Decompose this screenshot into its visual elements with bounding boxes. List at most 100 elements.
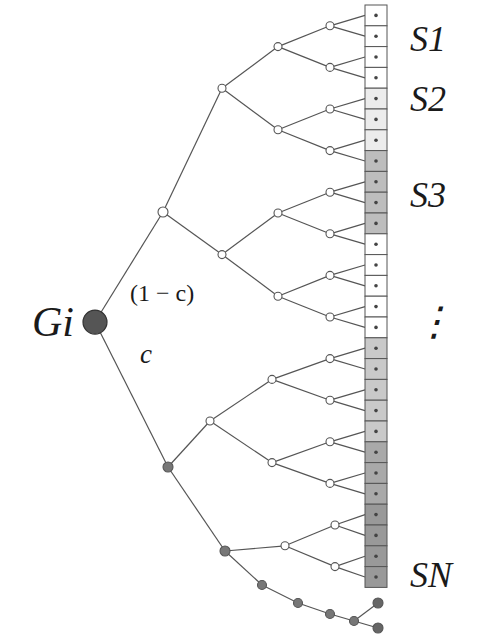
cell-label: Gi: [32, 299, 74, 345]
tree-node: [206, 417, 214, 425]
tree-node: [258, 581, 267, 590]
cell-square: [365, 171, 387, 192]
cell-square: [365, 525, 387, 546]
tree-branch: [330, 359, 365, 369]
tree-node: [326, 147, 334, 155]
cell-nucleus: [374, 305, 378, 309]
stage-label: S3: [410, 176, 446, 216]
tree-node: [218, 84, 226, 92]
tree-branch: [330, 140, 365, 150]
tree-node: [326, 355, 334, 363]
cell-square: [365, 379, 387, 400]
cell-square: [365, 359, 387, 380]
cell-nucleus: [374, 388, 378, 392]
tree-branches: [95, 15, 378, 628]
tree-branch: [278, 192, 330, 213]
probability-label: (1 − c): [130, 280, 194, 306]
tree-branch: [298, 603, 330, 614]
tree-branch: [222, 213, 278, 255]
tree-node: [373, 598, 383, 608]
tree-branch: [285, 546, 335, 567]
cell-nucleus: [374, 263, 378, 267]
tree-branch: [225, 551, 262, 585]
cell-square: [365, 421, 387, 442]
cell-nucleus: [374, 367, 378, 371]
tree-branch: [330, 67, 365, 77]
tree-branch: [330, 400, 365, 410]
tree-branch: [163, 88, 222, 212]
tree-branch: [278, 130, 330, 151]
tree-node: [268, 459, 276, 467]
cell-nucleus: [374, 97, 378, 101]
cell-square: [365, 463, 387, 484]
cell-nucleus: [374, 222, 378, 226]
cell-nucleus: [374, 14, 378, 18]
tree-branch: [225, 546, 285, 551]
tree-node: [163, 462, 173, 472]
cell-square: [365, 130, 387, 151]
cell-square: [365, 5, 387, 26]
cell-square: [365, 275, 387, 296]
tree-branch: [222, 88, 278, 130]
cell-square: [365, 88, 387, 109]
tree-branch: [330, 442, 365, 452]
cell-square: [365, 109, 387, 130]
tree-node: [373, 623, 383, 633]
tree-branch: [335, 567, 365, 577]
cell-column: [365, 5, 387, 587]
tree-branch: [335, 556, 365, 566]
tree-branch: [278, 213, 330, 234]
stage-label: S2: [410, 80, 446, 120]
tree-node: [158, 207, 168, 217]
germ-cell-node: Gi: [26, 299, 108, 345]
cell-nucleus: [374, 201, 378, 205]
tree-node: [326, 396, 334, 404]
tree-branch: [330, 99, 365, 109]
cell-square: [365, 213, 387, 234]
tree-nodes: [158, 22, 383, 633]
tree-node: [294, 599, 303, 608]
cell-nucleus: [374, 346, 378, 350]
tree-node: [274, 43, 282, 51]
tree-branch: [335, 515, 365, 525]
cell-nucleus: [374, 471, 378, 475]
tree-node: [326, 610, 335, 619]
tree-node: [331, 521, 339, 529]
tree-node: [274, 292, 282, 300]
tree-node: [326, 479, 334, 487]
tree-branch: [330, 223, 365, 233]
tree-branch: [278, 47, 330, 68]
tree-branch: [278, 296, 330, 317]
tree-branch: [285, 525, 335, 546]
cell-nucleus: [374, 534, 378, 538]
cell-square: [365, 192, 387, 213]
tree-node: [350, 617, 359, 626]
tree-branch: [330, 307, 365, 317]
tree-branch: [272, 463, 330, 484]
cell-nucleus: [374, 284, 378, 288]
tree-branch: [330, 234, 365, 244]
tree-branch: [330, 473, 365, 483]
probability-label: c: [140, 340, 152, 370]
tree-branch: [330, 26, 365, 36]
tree-branch: [330, 182, 365, 192]
tree-branch: [330, 15, 365, 25]
tree-branch: [210, 421, 272, 463]
tree-node: [218, 251, 226, 259]
cell-square: [365, 151, 387, 172]
tree-node: [326, 313, 334, 321]
cell-square: [365, 567, 387, 588]
cell-square: [365, 317, 387, 338]
tree-branch: [330, 265, 365, 275]
cell-nucleus: [374, 326, 378, 330]
tree-branch: [168, 467, 225, 551]
tree-branch: [168, 421, 210, 467]
cell-nucleus: [374, 138, 378, 142]
stage-label: S1: [410, 20, 446, 60]
cell-nucleus: [374, 55, 378, 59]
cell-nucleus: [374, 575, 378, 579]
tree-branch: [163, 212, 222, 255]
cell-square: [365, 483, 387, 504]
tree-node: [326, 271, 334, 279]
